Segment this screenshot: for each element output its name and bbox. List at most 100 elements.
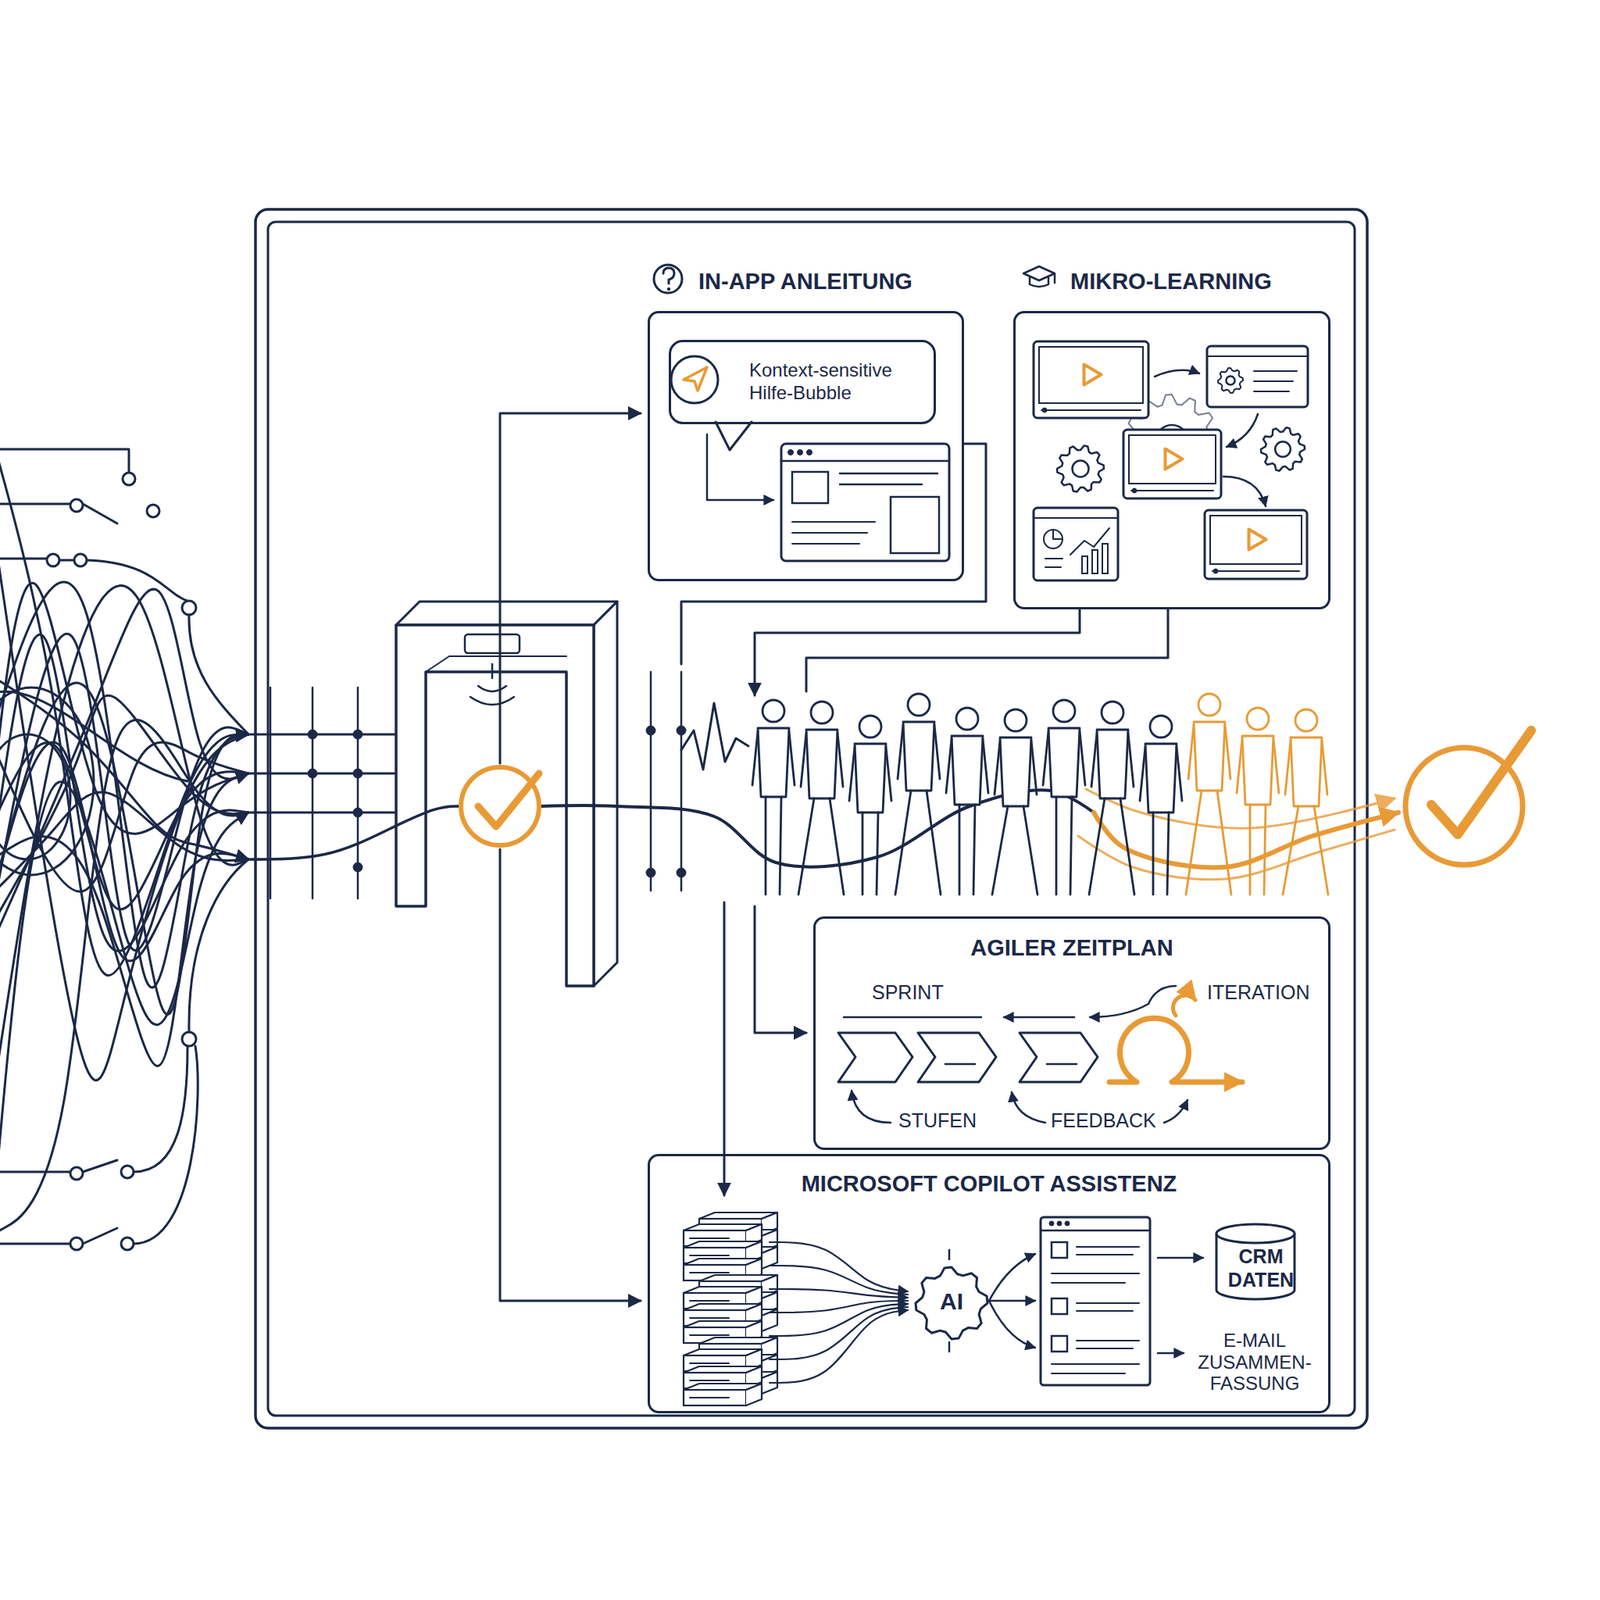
- line-art: [890, 496, 940, 554]
- line-art: [1282, 806, 1299, 895]
- line-art: [757, 728, 790, 797]
- line-art: [133, 1046, 198, 1244]
- line-art: [779, 796, 782, 895]
- line-art: [676, 725, 686, 736]
- line-art: [1070, 528, 1110, 555]
- line-art: [250, 733, 395, 736]
- line-art: [1321, 740, 1328, 795]
- line-art: [1157, 1352, 1184, 1355]
- line-art: [1004, 709, 1027, 732]
- line-art: [1041, 409, 1141, 411]
- line-art: [989, 1253, 1036, 1301]
- line-art: [1042, 407, 1047, 413]
- person-figure: [798, 701, 844, 895]
- line-art: [82, 1228, 118, 1244]
- cylinder-top: [1216, 1224, 1295, 1243]
- line-art: [1003, 1016, 1075, 1019]
- line-art: [1033, 341, 1149, 418]
- line-art: [1167, 812, 1169, 895]
- person-figure: [1236, 707, 1279, 895]
- line-art: [680, 671, 683, 891]
- line-art: [1070, 796, 1072, 895]
- people-row: [752, 693, 1329, 895]
- line-art: [464, 634, 520, 654]
- check-mark: [460, 730, 1532, 865]
- line-art: [189, 859, 249, 1033]
- bubble-text: Kontext-sensitive Hilfe-Bubble: [749, 359, 925, 405]
- line-art: [189, 614, 249, 735]
- line-art: [1092, 550, 1098, 574]
- line-art: [121, 1165, 134, 1179]
- routing-arrows: [500, 413, 1168, 1301]
- line-art: [715, 421, 752, 450]
- line-art: [1051, 1335, 1068, 1352]
- copilot-icons: [683, 1212, 1204, 1406]
- line-art: [946, 739, 952, 793]
- line-art: [792, 471, 829, 504]
- line-art: [1207, 346, 1308, 408]
- panel-heading: IN-APP ANLEITUNG: [698, 267, 913, 296]
- line-art: [973, 804, 975, 895]
- line-art: [1223, 476, 1266, 507]
- line-art: [1053, 700, 1075, 722]
- line-art: [807, 450, 813, 456]
- line-art: [781, 460, 950, 463]
- line-art: [1275, 441, 1291, 458]
- line-art: [1242, 735, 1274, 805]
- line-art: [1249, 804, 1252, 895]
- line-art: [934, 725, 940, 779]
- line-art: [1033, 507, 1118, 581]
- line-art: [764, 796, 768, 895]
- line-art: [851, 1090, 891, 1123]
- line-art: [1091, 732, 1097, 787]
- line-art: [182, 600, 197, 615]
- person-figure: [849, 715, 892, 895]
- panel-heading: MIKRO-LEARNING: [1070, 267, 1272, 296]
- line-art: [0, 633, 249, 950]
- line-art: [250, 811, 395, 815]
- line-art: [806, 609, 1168, 692]
- line-art: [0, 582, 249, 834]
- line-art: [1033, 517, 1118, 519]
- shape-label: CRM DATEN: [1211, 1244, 1311, 1292]
- line-art: [1031, 740, 1037, 795]
- line-art: [667, 287, 671, 291]
- line-art: [59, 559, 75, 562]
- line-art: [353, 862, 363, 872]
- line-art: [769, 1300, 908, 1313]
- line-art: [0, 1242, 71, 1246]
- line-art: [1023, 806, 1038, 895]
- line-art: [1123, 429, 1222, 499]
- line-art: [396, 601, 618, 625]
- line-art: [839, 473, 938, 485]
- line-art: [1273, 739, 1279, 793]
- line-art: [1102, 543, 1108, 574]
- line-art: [992, 806, 1008, 895]
- line-art: [1128, 435, 1216, 484]
- line-art: [769, 1265, 908, 1295]
- line-art: [491, 664, 494, 679]
- line-art: [1076, 1246, 1140, 1255]
- line-art: [671, 356, 718, 404]
- line-art: [752, 731, 758, 786]
- output-label: E-MAIL ZUSAMMEN- FASSUNG: [1189, 1329, 1321, 1395]
- line-art: [885, 746, 892, 801]
- line-art: [1260, 427, 1305, 471]
- line-art: [0, 687, 94, 875]
- line-art: [1000, 737, 1032, 807]
- line-art: [0, 520, 249, 1080]
- line-art: [146, 504, 160, 518]
- step-label: ITERATION: [1207, 981, 1310, 1004]
- line-art: [460, 767, 540, 846]
- line-art: [810, 701, 833, 724]
- in-app-icons: [653, 264, 950, 561]
- line-art: [762, 700, 785, 722]
- line-art: [1051, 1298, 1068, 1315]
- rails: [250, 671, 686, 899]
- ai-gear: AI: [914, 1265, 990, 1341]
- line-art: [849, 746, 855, 801]
- person-figure: [1139, 715, 1183, 895]
- line-art: [1039, 346, 1143, 404]
